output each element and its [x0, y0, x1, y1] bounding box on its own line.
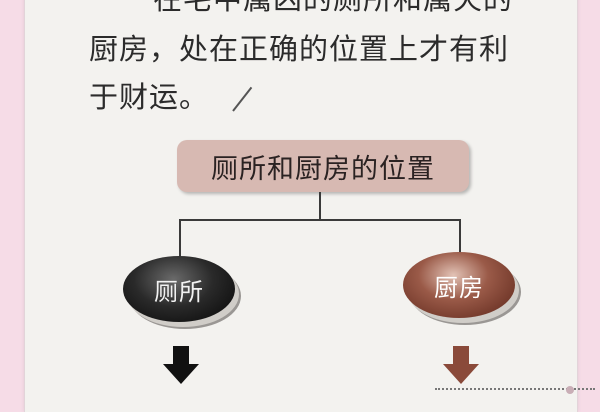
book-page: 在宅中属凶的厕所和属火的 厨房，处在正确的位置上才有利 于财运。 厕所和厨房的位… — [24, 0, 595, 412]
node-toilet-label: 厕所 — [154, 277, 204, 306]
node-kitchen: 厨房 — [403, 252, 515, 318]
down-arrow-icon-right — [443, 364, 479, 384]
dotted-divider — [435, 388, 595, 390]
diagram-title-box: 厕所和厨房的位置 — [177, 140, 469, 192]
down-arrow-icon-left — [163, 364, 199, 384]
down-arrow-stem-left — [173, 346, 189, 366]
connector-right-drop — [459, 219, 461, 267]
decorative-dot — [566, 386, 574, 394]
body-text-line-1: 在宅中属凶的厕所和属火的 — [153, 0, 513, 18]
pointer-line — [232, 86, 253, 112]
down-arrow-stem-right — [453, 346, 469, 366]
body-text-line-3: 于财运。 — [89, 80, 210, 114]
connector-horizontal — [179, 219, 461, 221]
node-kitchen-label: 厨房 — [434, 273, 484, 302]
connector-vertical — [319, 192, 321, 220]
connector-left-drop — [179, 219, 181, 267]
diagram-title: 厕所和厨房的位置 — [211, 153, 435, 185]
node-toilet: 厕所 — [123, 256, 235, 322]
body-text-line-2: 厨房，处在正确的位置上才有利 — [89, 32, 510, 66]
